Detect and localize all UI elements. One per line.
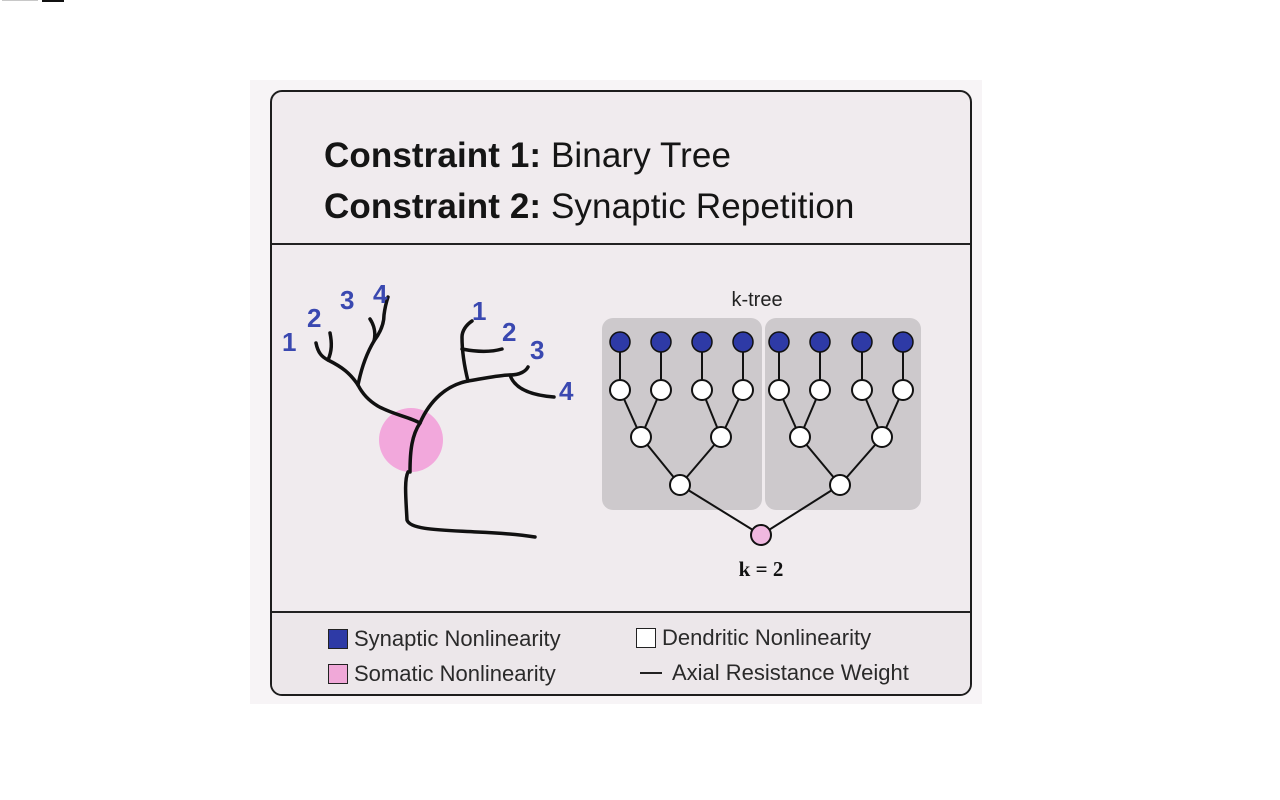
synaptic-node: [809, 331, 831, 353]
synaptic-swatch-icon: [328, 629, 348, 649]
diagram-area: 1 2 3 4 1 2 3 4 k-tree: [272, 245, 970, 611]
legend-axial: Axial Resistance Weight: [640, 660, 909, 686]
dendritic-node: [732, 379, 754, 401]
dendritic-swatch-icon: [636, 628, 656, 648]
legend-synaptic-label: Synaptic Nonlinearity: [354, 626, 561, 651]
dendrite-trunk: [403, 470, 537, 539]
dendritic-node: [809, 379, 831, 401]
dendritic-node: [710, 426, 732, 448]
synaptic-node: [650, 331, 672, 353]
figure-panel: Constraint 1: Binary Tree Constraint 2: …: [270, 90, 972, 696]
synaptic-node: [609, 331, 631, 353]
corner-line: [2, 0, 38, 1]
dendritic-node: [609, 379, 631, 401]
synaptic-node: [851, 331, 873, 353]
corner-line-dark: [42, 0, 64, 2]
soma-circle: [379, 408, 443, 472]
subtree-box-right: [765, 318, 921, 510]
right-label-3: 3: [530, 335, 544, 365]
constraint-2-label: Constraint 2:: [324, 187, 542, 226]
legend: Synaptic Nonlinearity Dendritic Nonlinea…: [272, 611, 970, 694]
left-label-2: 2: [307, 303, 321, 333]
synaptic-node: [732, 331, 754, 353]
dendritic-node: [789, 426, 811, 448]
dendrite-right-branch-1: [460, 319, 474, 383]
legend-somatic-label: Somatic Nonlinearity: [354, 661, 556, 686]
synaptic-node: [892, 331, 914, 353]
dendrite-right-main: [418, 365, 530, 425]
somatic-node: [750, 524, 772, 546]
dendrite-left-branch-3: [356, 317, 377, 387]
constraints-header: Constraint 1: Binary Tree Constraint 2: …: [272, 92, 970, 245]
dendritic-node: [851, 379, 873, 401]
corner-mark: [0, 0, 66, 3]
axial-line-icon: [640, 672, 662, 674]
subtree-box-left: [602, 318, 762, 510]
dendritic-node: [691, 379, 713, 401]
dendritic-node: [669, 474, 691, 496]
dendritic-tree: [314, 295, 556, 539]
dendritic-node: [871, 426, 893, 448]
dendrite-right-branch-4: [508, 373, 556, 399]
legend-dendritic: Dendritic Nonlinearity: [636, 625, 871, 651]
synaptic-node: [691, 331, 713, 353]
dendrite-right-branch-2: [460, 347, 504, 354]
constraint-1: Constraint 1: Binary Tree: [324, 136, 731, 176]
ktree-title: k-tree: [731, 289, 782, 311]
dendritic-nodes: [609, 379, 914, 496]
dendritic-node: [630, 426, 652, 448]
constraint-2-text: Synaptic Repetition: [550, 187, 855, 226]
dendrite-left-main: [314, 341, 422, 425]
right-label-1: 1: [472, 296, 486, 326]
dendrite-trunk-upper: [408, 421, 422, 474]
dendritic-node: [829, 474, 851, 496]
dendritic-node: [768, 379, 790, 401]
dendritic-node: [650, 379, 672, 401]
left-label-3: 3: [340, 285, 354, 315]
left-label-1: 1: [282, 327, 296, 357]
diagram-svg: 1 2 3 4 1 2 3 4 k-tree: [282, 279, 921, 581]
right-label-4: 4: [559, 376, 574, 406]
legend-dendritic-label: Dendritic Nonlinearity: [662, 625, 872, 650]
dendrite-left-branch-2: [326, 331, 334, 362]
left-label-4: 4: [373, 279, 388, 309]
dendritic-node: [892, 379, 914, 401]
legend-synaptic: Synaptic Nonlinearity: [328, 626, 561, 652]
dendrite-labels-right: 1 2 3 4: [472, 296, 574, 406]
synaptic-node: [768, 331, 790, 353]
legend-axial-label: Axial Resistance Weight: [672, 660, 909, 685]
dendrite-left-branch-4: [372, 295, 390, 343]
legend-somatic: Somatic Nonlinearity: [328, 661, 556, 687]
constraint-2: Constraint 2: Synaptic Repetition: [324, 187, 854, 227]
synaptic-nodes: [609, 331, 914, 353]
somatic-swatch-icon: [328, 664, 348, 684]
k-value-label: k = 2: [739, 557, 784, 581]
dendrite-labels-left: 1 2 3 4: [282, 279, 388, 357]
constraint-1-label: Constraint 1:: [324, 136, 542, 175]
right-label-2: 2: [502, 317, 516, 347]
constraint-1-text: Binary Tree: [550, 136, 732, 175]
